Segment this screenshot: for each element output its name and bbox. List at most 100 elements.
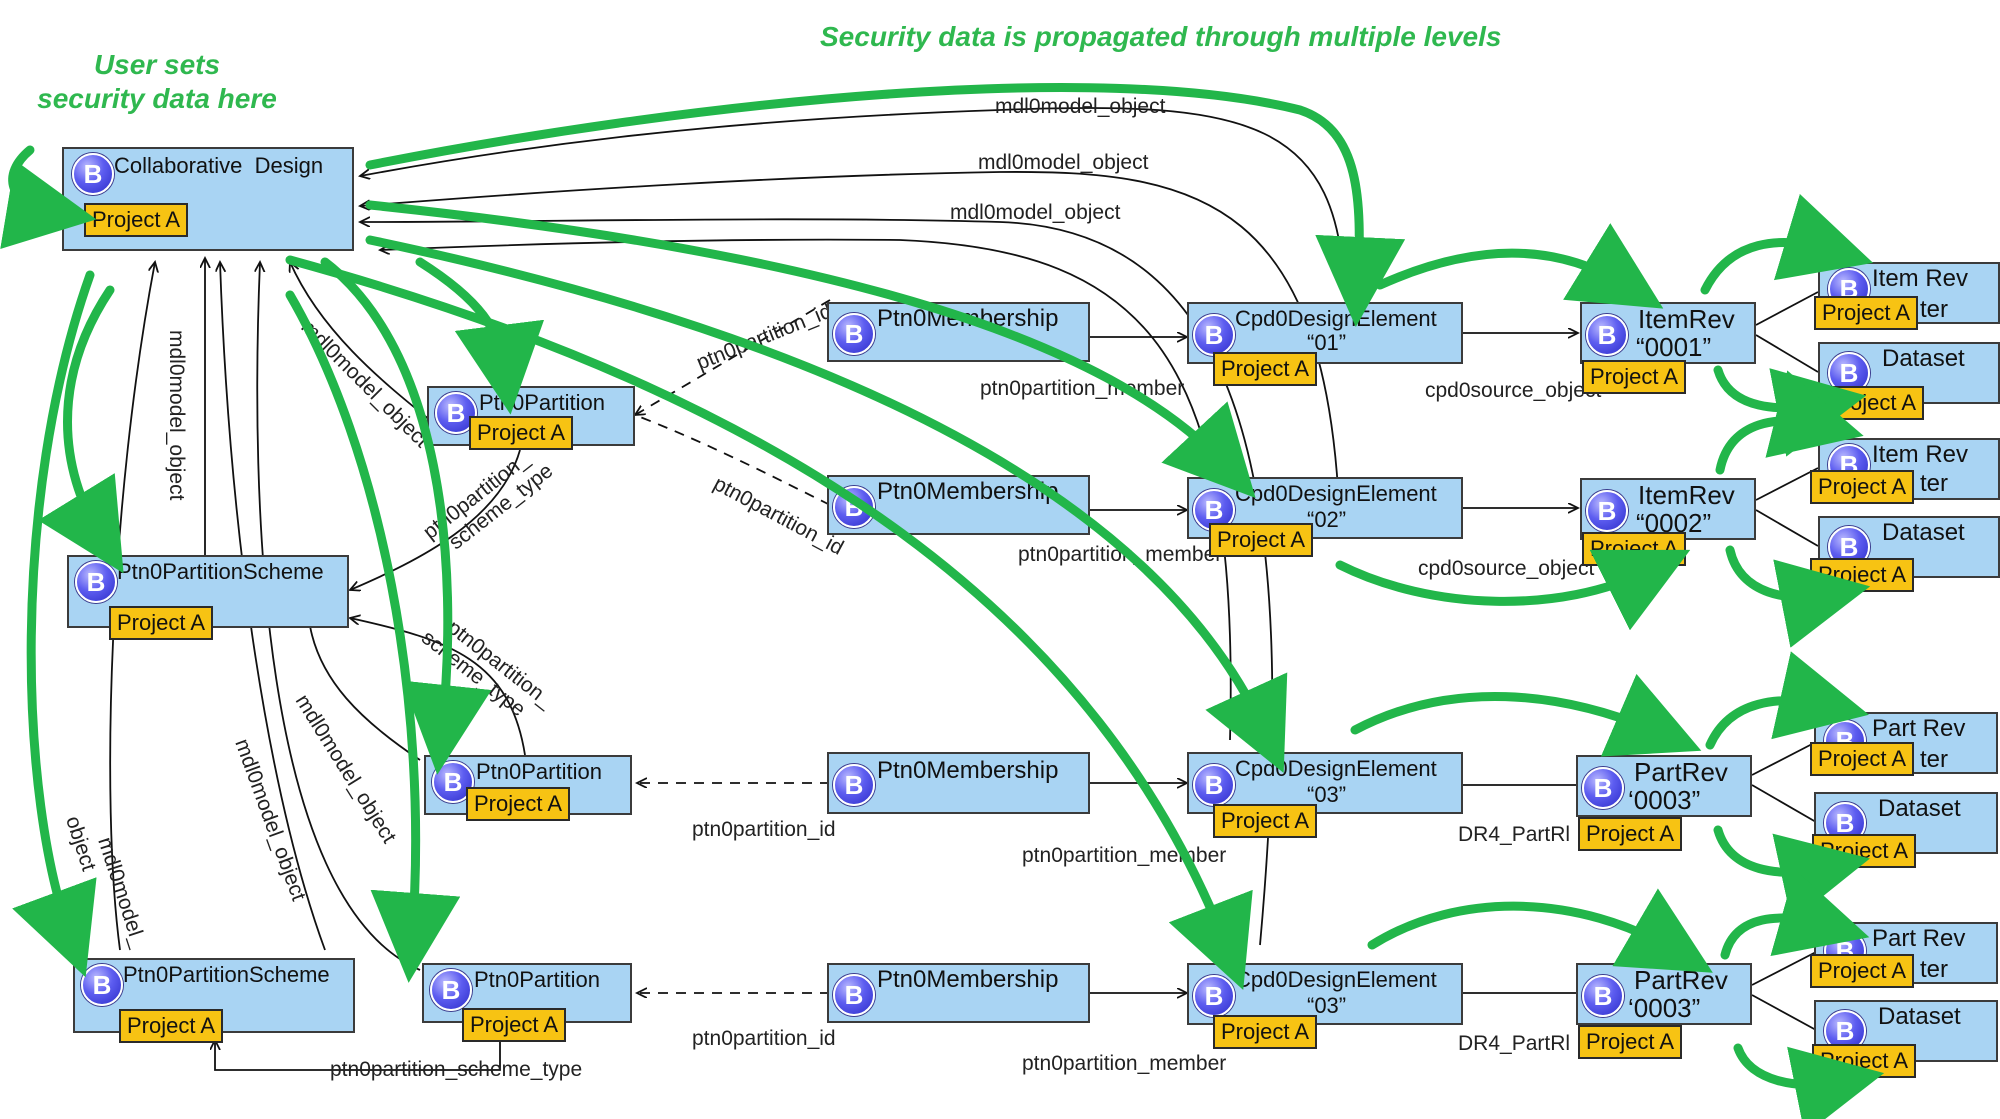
relation-line xyxy=(290,262,431,421)
node-item-rev-0002[interactable]: B ItemRev “0002” Project A xyxy=(1580,478,1756,566)
security-tag[interactable]: Project A xyxy=(462,1008,567,1042)
propagation-arrow xyxy=(38,285,124,574)
security-tag[interactable]: Project A xyxy=(109,606,214,640)
node-subtitle: “03” xyxy=(1307,782,1347,807)
security-tag[interactable]: Project A xyxy=(1578,817,1683,851)
node-item-rev-master-1[interactable]: B Item Rev ter Project A xyxy=(1814,262,2000,330)
edge-label: mdl0model_object xyxy=(995,95,1166,118)
relation-line xyxy=(1751,741,1817,776)
node-part-rev-0003b[interactable]: B PartRev ‘0003” Project A xyxy=(1576,963,1752,1059)
b-icon: B xyxy=(81,964,123,1006)
node-title: Cpd0DesignElement xyxy=(1235,481,1437,506)
b-icon: B xyxy=(1586,490,1628,532)
node-title: Dataset xyxy=(1878,795,1961,822)
node-subtitle: “01” xyxy=(1307,330,1347,355)
annotation-line: security data here xyxy=(37,83,277,114)
security-tag[interactable]: Project A xyxy=(1810,470,1915,504)
edge-label: ptn0partition_member xyxy=(1018,543,1222,566)
security-tag[interactable]: Project A xyxy=(1578,1025,1683,1059)
b-icon: B xyxy=(1582,767,1624,809)
node-title: Item Rev xyxy=(1872,265,1969,292)
edge-label: mdl0model_object xyxy=(950,201,1121,224)
relation-line xyxy=(1751,784,1817,823)
relation-line xyxy=(360,219,1274,946)
node-title: Ptn0Membership xyxy=(877,966,1059,993)
node-subtitle: “0001” xyxy=(1636,332,1712,362)
propagation-arrow xyxy=(1713,825,1870,922)
node-partition-scheme-2[interactable]: B Ptn0PartitionScheme Project A xyxy=(73,958,355,1043)
propagation-arrow xyxy=(1713,365,1867,457)
node-title: Ptn0Partition xyxy=(476,759,602,784)
edge-label: cpd0source_object xyxy=(1418,557,1594,580)
propagation-arrow xyxy=(1700,193,1874,295)
node-title: Ptn0Partition xyxy=(474,967,600,992)
node-design-element-02[interactable]: B Cpd0DesignElement “02” Project A xyxy=(1187,477,1463,557)
node-part-rev-0003a[interactable]: B PartRev ‘0003” Project A xyxy=(1576,755,1752,851)
node-title: ItemRev xyxy=(1638,304,1735,334)
security-tag[interactable]: Project A xyxy=(1582,360,1687,394)
security-tag[interactable]: Project A xyxy=(84,203,189,237)
edge-label: cpd0source_object xyxy=(1425,379,1601,402)
relation-line xyxy=(350,618,526,756)
edge-label: DR4_PartRl xyxy=(1458,823,1570,846)
relation-line xyxy=(360,107,1346,301)
node-subtitle: “02” xyxy=(1307,507,1347,532)
annotation-propagated: Security data is propagated through mult… xyxy=(820,21,1502,52)
security-tag[interactable]: Project A xyxy=(1810,742,1915,776)
node-subtitle: ‘0003” xyxy=(1628,993,1701,1023)
security-tag[interactable]: Project A xyxy=(1814,296,1919,330)
node-subtitle: ter xyxy=(1920,956,1949,983)
node-title: Cpd0DesignElement xyxy=(1235,967,1437,992)
propagation-arrow xyxy=(1705,651,1869,750)
annotation-user-sets: User sets security data here xyxy=(32,48,282,116)
propagation-arrow xyxy=(365,235,1288,773)
propagation-arrow xyxy=(320,257,492,775)
node-title: Collaborative Design xyxy=(114,153,324,178)
node-title: Dataset xyxy=(1882,345,1965,372)
node-item-rev-0001[interactable]: B ItemRev “0001” Project A xyxy=(1580,302,1756,394)
propagation-arrow xyxy=(1375,223,1664,309)
node-title: Part Rev xyxy=(1872,925,1966,952)
node-subtitle: ter xyxy=(1920,470,1949,497)
node-title: Ptn0PartitionScheme xyxy=(123,962,330,987)
node-membership-4[interactable]: B Ptn0Membership xyxy=(827,963,1090,1023)
security-tag[interactable]: Project A xyxy=(466,787,571,821)
edge-label: ptn0partition_id xyxy=(692,1027,836,1050)
node-part-rev-master-1[interactable]: B Part Rev ter Project A xyxy=(1810,712,1998,776)
security-tag[interactable]: Project A xyxy=(1213,804,1318,838)
security-tag[interactable]: Project A xyxy=(119,1009,224,1043)
relation-line xyxy=(350,449,521,590)
edge-label: ptn0partition_scheme_type xyxy=(330,1058,582,1081)
node-collaborative-design[interactable]: B Collaborative Design Project A xyxy=(62,147,354,251)
propagation-arrow xyxy=(1733,1043,1885,1119)
security-tag[interactable]: Project A xyxy=(1213,1015,1318,1049)
node-title: Dataset xyxy=(1878,1003,1961,1030)
edge-label: mdl0model_object xyxy=(978,151,1149,174)
node-subtitle: ter xyxy=(1920,296,1949,323)
relation-line xyxy=(360,171,1341,531)
edge-label: ptn0partition_member xyxy=(1022,1052,1226,1075)
propagation-arrow xyxy=(415,257,545,415)
edge-label: ptn0partition_member xyxy=(1022,844,1226,867)
security-tag[interactable]: Project A xyxy=(469,416,574,450)
node-title: Dataset xyxy=(1882,519,1965,546)
relation-line xyxy=(257,262,421,971)
node-title: ItemRev xyxy=(1638,480,1735,510)
node-membership-3[interactable]: B Ptn0Membership xyxy=(827,752,1090,814)
propagation-arrow xyxy=(1720,869,1870,960)
node-design-element-03b[interactable]: B Cpd0DesignElement “03” Project A xyxy=(1187,963,1463,1049)
security-tag[interactable]: Project A xyxy=(1209,523,1314,557)
edge-label: DR4_PartRl xyxy=(1458,1032,1570,1055)
propagation-arrow xyxy=(365,83,1406,327)
relation-line xyxy=(1755,509,1819,547)
annotation-line: User sets xyxy=(93,49,221,80)
security-tag[interactable]: Project A xyxy=(1213,352,1318,386)
node-title: Item Rev xyxy=(1872,441,1969,468)
b-icon: B xyxy=(1582,975,1624,1017)
b-icon: B xyxy=(1586,314,1628,356)
propagation-arrow xyxy=(12,270,97,978)
propagation-arrow xyxy=(1715,370,1864,475)
b-icon: B xyxy=(833,764,875,806)
propagation-arrow xyxy=(365,200,1256,498)
